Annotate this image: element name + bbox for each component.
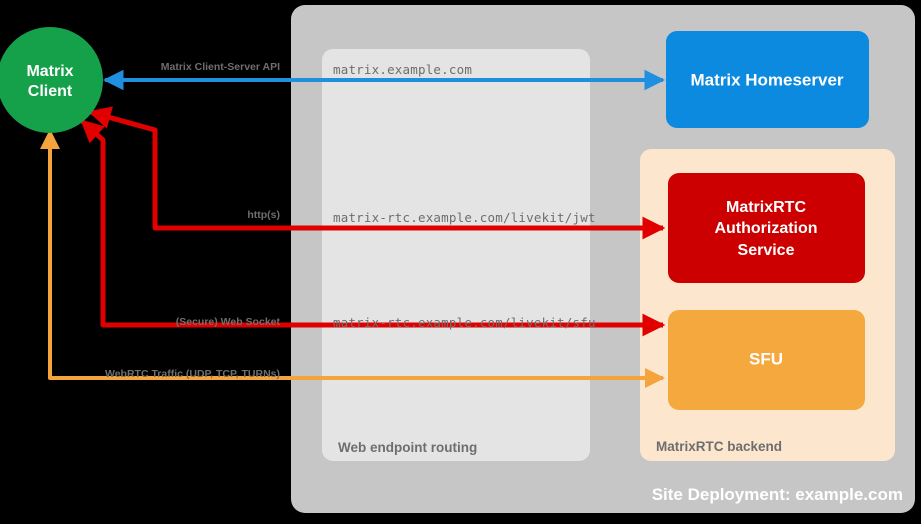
edge-label-matrix-client-server-api: Matrix Client-Server API <box>161 61 280 73</box>
matrix-client-label-line2: Client <box>28 83 73 100</box>
matrix-client-label-line1: Matrix <box>26 63 73 80</box>
node-matrix-client[interactable]: Matrix Client <box>0 27 103 133</box>
edge-webrtc-traffic <box>40 129 665 388</box>
auth-service-label-line3: Service <box>738 242 795 259</box>
matrix-homeserver-label: Matrix Homeserver <box>690 70 843 89</box>
sfu-label: SFU <box>749 349 783 368</box>
node-matrix-homeserver[interactable]: Matrix Homeserver <box>666 31 869 128</box>
endpoint-matrix-example-com: matrix.example.com <box>333 62 472 77</box>
edge-label-https: http(s) <box>247 209 280 221</box>
node-sfu[interactable]: SFU <box>668 310 865 410</box>
edge-label-secure-websocket: (Secure) Web Socket <box>176 316 281 328</box>
web-endpoint-routing-label: Web endpoint routing <box>338 440 477 455</box>
auth-service-label-line2: Authorization <box>714 220 817 237</box>
node-matrixrtc-authorization-service[interactable]: MatrixRTC Authorization Service <box>668 173 865 283</box>
auth-service-label-line1: MatrixRTC <box>726 199 806 216</box>
edge-label-webrtc-traffic: WebRTC Traffic (UDP, TCP, TURNs) <box>105 368 280 380</box>
endpoint-livekit-sfu: matrix-rtc.example.com/livekit/sfu <box>333 315 596 330</box>
site-deployment-label: Site Deployment: example.com <box>652 485 903 504</box>
web-endpoint-routing-container <box>322 49 590 461</box>
endpoint-livekit-jwt: matrix-rtc.example.com/livekit/jwt <box>333 210 596 225</box>
matrixrtc-backend-label: MatrixRTC backend <box>656 439 782 454</box>
